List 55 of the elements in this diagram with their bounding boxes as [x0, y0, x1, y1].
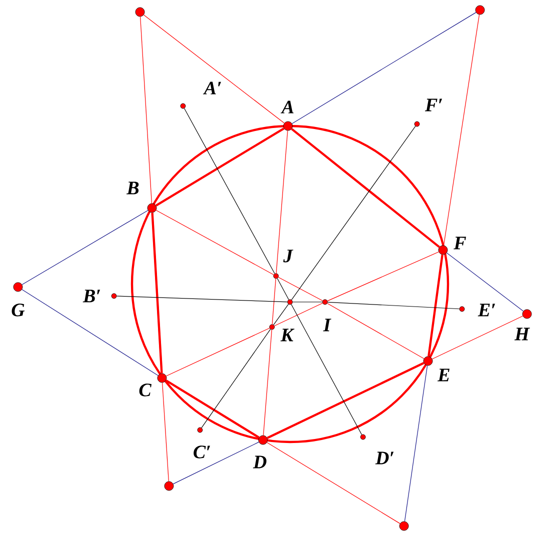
point-label: F [454, 236, 466, 250]
line [266, 442, 400, 524]
line [327, 303, 424, 359]
line [276, 130, 288, 274]
line [166, 328, 270, 376]
point-label: D [253, 456, 266, 468]
line [156, 210, 274, 275]
line [404, 365, 428, 522]
line [278, 276, 323, 302]
line [291, 126, 416, 300]
point-label: D′ [375, 452, 394, 464]
line [273, 304, 289, 326]
point-label: J [283, 250, 294, 262]
line [140, 16, 152, 204]
point [475, 5, 485, 15]
line [22, 289, 158, 376]
point-label: H [514, 328, 530, 340]
line [165, 380, 260, 438]
point-label: K [280, 328, 294, 342]
point-label: G [12, 304, 25, 316]
line [446, 252, 524, 312]
line [22, 210, 148, 285]
line [428, 254, 444, 356]
line [266, 362, 424, 439]
point-label: E′ [478, 304, 496, 316]
line [327, 252, 439, 302]
line [116, 296, 288, 302]
line [274, 302, 323, 326]
point-label: B′ [82, 290, 100, 302]
point [287, 299, 293, 305]
line [151, 212, 163, 374]
line [432, 316, 524, 360]
line [201, 328, 271, 428]
line [290, 128, 440, 248]
line [172, 442, 260, 484]
point-label: B [126, 182, 139, 194]
line [143, 14, 285, 124]
point-label: I [323, 318, 332, 332]
line [162, 382, 169, 482]
point [399, 521, 409, 531]
point-label: F′ [424, 98, 442, 112]
point [164, 481, 174, 491]
point [135, 7, 145, 17]
line [272, 278, 276, 325]
line [184, 108, 275, 274]
line [155, 127, 285, 207]
line [276, 278, 290, 300]
line [443, 14, 480, 246]
point-label: E [438, 368, 450, 382]
point-label: A′ [203, 82, 222, 94]
point-label: A [280, 100, 294, 114]
line [263, 329, 272, 436]
line [292, 12, 476, 124]
point-label: C′ [194, 446, 210, 458]
point-label: C [139, 384, 152, 396]
